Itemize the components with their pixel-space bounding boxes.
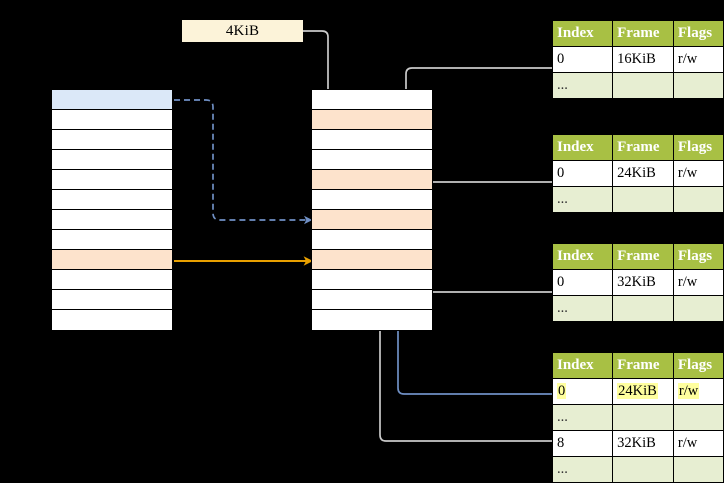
highlighted-value: 24KiB: [617, 383, 658, 399]
table-cell: 8: [551, 430, 614, 457]
table-cell: 24KiB: [612, 160, 674, 187]
table-cell: [612, 72, 674, 99]
column-header-frame: Frame: [612, 243, 674, 270]
virtual-page-row: [52, 190, 172, 210]
physical-frame-row: [312, 150, 432, 170]
connector-virtual-to-physical-dashed: [174, 99, 313, 225]
virtual-page-row: [52, 130, 172, 150]
physical-frame-row: [312, 290, 432, 310]
table-cell: r/w: [672, 269, 724, 296]
table-cell: ...: [551, 456, 614, 483]
physical-frame-row: [312, 110, 432, 130]
table-cell: 16KiB: [612, 46, 674, 73]
table-cell: 32KiB: [612, 430, 674, 457]
column-header-index: Index: [551, 20, 614, 47]
column-header-frame: Frame: [612, 352, 674, 379]
column-header-frame: Frame: [612, 20, 674, 47]
table-cell: 0: [551, 46, 614, 73]
column-header-index: Index: [551, 352, 614, 379]
table-cell: ...: [551, 295, 614, 322]
table-cell: r/w: [672, 46, 724, 73]
table-cell: r/w: [672, 378, 724, 405]
virtual-page-row: [52, 110, 172, 130]
table-cell: 0: [551, 160, 614, 187]
physical-frame-row: [312, 310, 432, 330]
virtual-address-space-column: [51, 89, 173, 331]
table-cell: [672, 186, 724, 213]
physical-frame-row: [312, 230, 432, 250]
table-cell: [612, 295, 674, 322]
table-cell: r/w: [672, 160, 724, 187]
table-row: 0 24KiB r/w: [551, 378, 724, 405]
column-header-flags: Flags: [672, 243, 724, 270]
virtual-page-row: [52, 290, 172, 310]
table-row: ...: [551, 186, 724, 213]
table-cell: r/w: [672, 430, 724, 457]
column-header-flags: Flags: [672, 20, 724, 47]
virtual-page-row: [52, 170, 172, 190]
table-cell: [672, 404, 724, 431]
physical-memory-column: [311, 89, 433, 331]
table-cell: ...: [551, 404, 614, 431]
table-row: ...: [551, 404, 724, 431]
table-cell: [612, 186, 674, 213]
physical-frame-row: [312, 130, 432, 150]
table-cell: 32KiB: [612, 269, 674, 296]
table-cell: ...: [551, 72, 614, 99]
virtual-page-row: [52, 250, 172, 270]
physical-frame-row: [312, 190, 432, 210]
column-header-flags: Flags: [672, 134, 724, 161]
table-cell: [612, 456, 674, 483]
virtual-page-row: [52, 270, 172, 290]
highlighted-value: r/w: [677, 383, 700, 399]
table-cell: 24KiB: [612, 378, 674, 405]
highlighted-value: 0: [557, 383, 567, 399]
column-header-frame: Frame: [612, 134, 674, 161]
physical-frame-row: [312, 170, 432, 190]
column-header-index: Index: [551, 134, 614, 161]
table-cell: ...: [551, 186, 614, 213]
column-header-flags: Flags: [672, 352, 724, 379]
virtual-page-row: [52, 230, 172, 250]
physical-frame-row: [312, 210, 432, 230]
table-cell: [672, 72, 724, 99]
physical-frame-row: [312, 90, 432, 110]
table-cell: 0: [551, 269, 614, 296]
table-row: ...: [551, 295, 724, 322]
table-cell: [672, 456, 724, 483]
table-cell: [672, 295, 724, 322]
connector-table2-to-physical: [414, 181, 552, 232]
virtual-page-row: [52, 150, 172, 170]
virtual-page-row: [52, 90, 172, 110]
virtual-page-row: [52, 310, 172, 330]
table-row: ...: [551, 456, 724, 483]
table-row: ...: [551, 72, 724, 99]
virtual-page-row: [52, 210, 172, 230]
table-cell: [612, 404, 674, 431]
physical-frame-row: [312, 250, 432, 270]
column-header-index: Index: [551, 243, 614, 270]
connector-table3-to-physical: [420, 267, 552, 293]
physical-frame-row: [312, 270, 432, 290]
page-size-label: 4KiB: [182, 20, 303, 42]
table-cell: 0: [551, 378, 614, 405]
